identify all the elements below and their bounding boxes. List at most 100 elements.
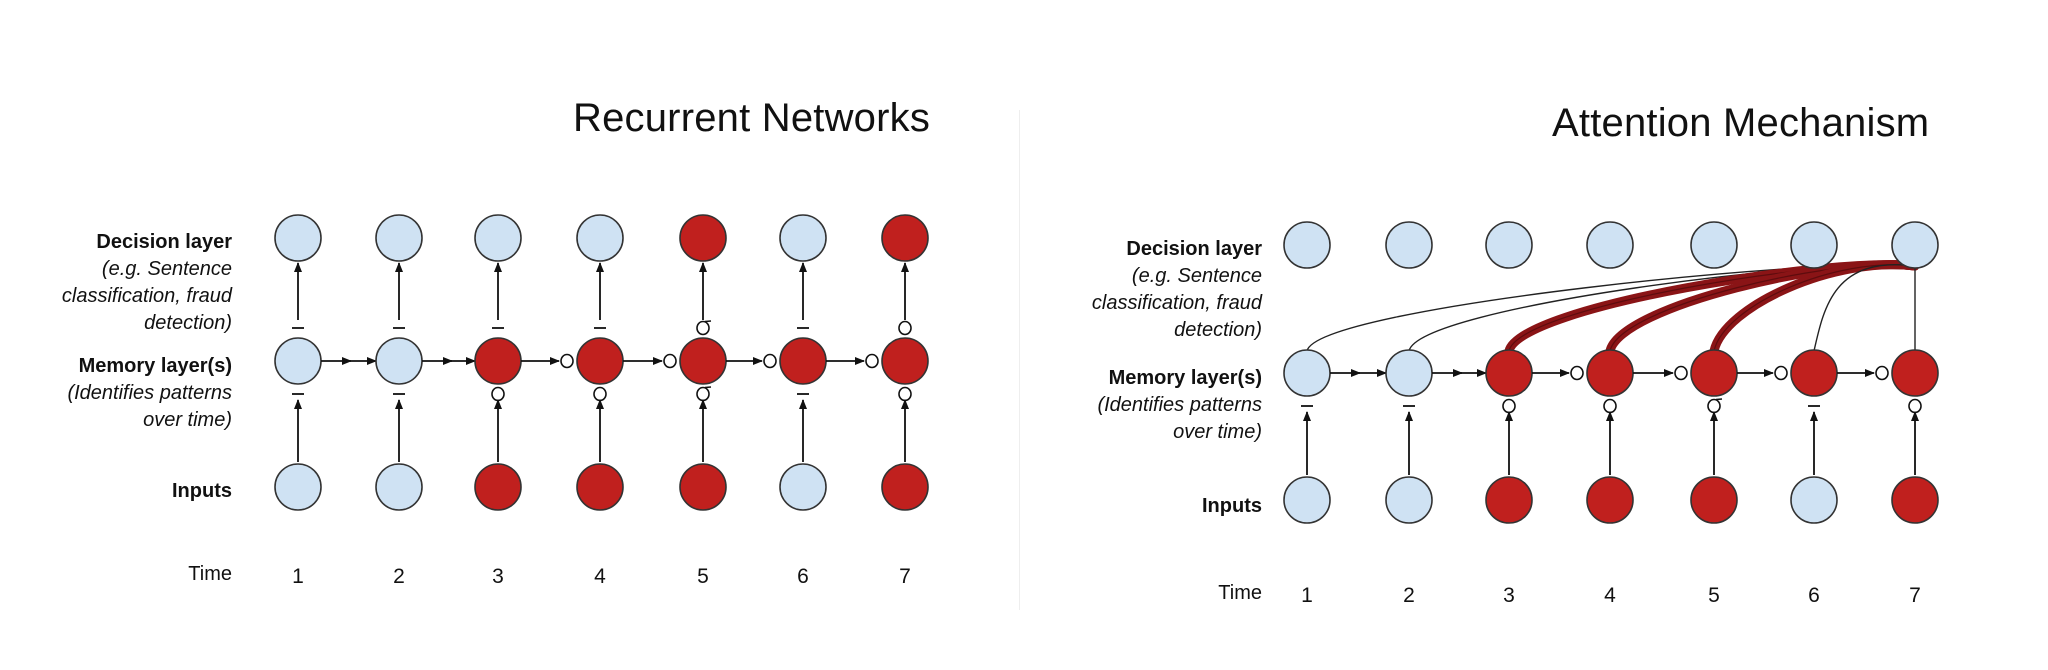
memory-layer-desc-1: (Identifies patterns xyxy=(67,382,232,404)
attention-link-6 xyxy=(1813,264,1916,352)
recurrent-mark-5 xyxy=(763,353,777,369)
memory-node-4 xyxy=(1586,349,1634,397)
time-step-4: 4 xyxy=(594,565,606,588)
decision-node-2 xyxy=(1385,221,1433,269)
decision-node-4 xyxy=(576,214,624,262)
input-node-3 xyxy=(1485,476,1533,524)
decision-layer-desc-3: detection) xyxy=(144,312,232,334)
attention-link-4 xyxy=(1605,260,1920,356)
memory-node-3 xyxy=(474,337,522,385)
input-node-5 xyxy=(1690,476,1738,524)
input-node-4 xyxy=(1586,476,1634,524)
decision-layer-desc-1: (e.g. Sentence xyxy=(101,258,232,280)
decision-node-3 xyxy=(1485,221,1533,269)
rnn-diagram xyxy=(274,214,929,511)
attention-diagram xyxy=(1283,221,1939,524)
panel-title: Recurrent Networks xyxy=(573,96,931,140)
memory-node-5 xyxy=(1690,349,1738,397)
time-step-5: 5 xyxy=(1708,584,1720,607)
memory-node-7 xyxy=(1891,349,1939,397)
time-step-6: 6 xyxy=(1808,584,1820,607)
decision-layer-label: Decision layer (e.g. Sentence classifica… xyxy=(1092,236,1262,344)
input-weight-mark-4 xyxy=(1603,398,1617,414)
time-step-3: 3 xyxy=(492,565,504,588)
decision-layer-title: Decision layer xyxy=(96,231,232,253)
decision-node-3 xyxy=(474,214,522,262)
input-node-7 xyxy=(1891,476,1939,524)
time-step-7: 7 xyxy=(1909,584,1921,607)
decision-layer-desc-2: classification, fraud xyxy=(1091,292,1262,314)
time-step-1: 1 xyxy=(292,565,304,588)
decision-layer-desc-3: detection) xyxy=(1174,319,1262,341)
input-weight-mark-7 xyxy=(1908,398,1922,414)
time-step-6: 6 xyxy=(797,565,809,588)
decision-weight-mark-5-tail xyxy=(704,320,712,323)
decision-layer-desc-2: classification, fraud xyxy=(61,285,232,307)
input-node-6 xyxy=(779,463,827,511)
decision-node-6 xyxy=(779,214,827,262)
memory-node-1 xyxy=(274,337,322,385)
panel-recurrent-networks: Recurrent Networks Decision layer (e.g. … xyxy=(0,0,1020,670)
input-weight-mark-5-tail xyxy=(1715,398,1723,401)
memory-layer-desc-2: over time) xyxy=(1173,421,1262,443)
recurrent-mark-3 xyxy=(560,353,574,369)
panel-title: Attention Mechanism xyxy=(1552,101,1930,145)
panel-attention-mechanism: Attention Mechanism Decision layer (e.g.… xyxy=(1022,0,2048,670)
panel-divider xyxy=(1019,110,1020,610)
input-weight-mark-5-tail xyxy=(704,386,712,389)
decision-node-4 xyxy=(1586,221,1634,269)
memory-node-2 xyxy=(375,337,423,385)
time-step-7: 7 xyxy=(899,565,911,588)
time-step-2: 2 xyxy=(1403,584,1415,607)
memory-layer-label: Memory layer(s) (Identifies patterns ove… xyxy=(67,353,232,434)
time-step-5: 5 xyxy=(697,565,709,588)
memory-node-7 xyxy=(881,337,929,385)
memory-node-3 xyxy=(1485,349,1533,397)
memory-layer-desc-2: over time) xyxy=(143,409,232,431)
input-weight-mark-5 xyxy=(1707,398,1721,414)
time-step-3: 3 xyxy=(1503,584,1515,607)
recurrent-mark-5 xyxy=(1774,365,1788,381)
input-node-4 xyxy=(576,463,624,511)
memory-node-2 xyxy=(1385,349,1433,397)
memory-layer-desc-1: (Identifies patterns xyxy=(1097,394,1262,416)
input-weight-mark-4 xyxy=(593,386,607,402)
input-node-1 xyxy=(274,463,322,511)
input-node-7 xyxy=(881,463,929,511)
time-step-4: 4 xyxy=(1604,584,1616,607)
recurrent-mark-6 xyxy=(1875,365,1889,381)
input-node-1 xyxy=(1283,476,1331,524)
memory-node-4 xyxy=(576,337,624,385)
decision-node-1 xyxy=(274,214,322,262)
memory-layer-label: Memory layer(s) (Identifies patterns ove… xyxy=(1097,365,1262,446)
memory-layer-title: Memory layer(s) xyxy=(78,355,232,377)
input-weight-mark-5 xyxy=(696,386,710,402)
input-node-5 xyxy=(679,463,727,511)
input-node-2 xyxy=(375,463,423,511)
input-node-3 xyxy=(474,463,522,511)
decision-layer-label: Decision layer (e.g. Sentence classifica… xyxy=(62,229,232,337)
recurrent-mark-4 xyxy=(1674,365,1688,381)
decision-node-6 xyxy=(1790,221,1838,269)
inputs-label: Inputs xyxy=(172,480,232,502)
decision-node-7 xyxy=(881,214,929,262)
recurrent-mark-6 xyxy=(865,353,879,369)
input-weight-mark-7 xyxy=(898,386,912,402)
decision-weight-mark-7 xyxy=(898,320,912,336)
memory-node-6 xyxy=(1790,349,1838,397)
memory-node-6 xyxy=(779,337,827,385)
decision-node-7 xyxy=(1891,221,1939,269)
inputs-label: Inputs xyxy=(1202,495,1262,517)
decision-layer-title: Decision layer xyxy=(1126,238,1262,260)
memory-layer-title: Memory layer(s) xyxy=(1108,367,1262,389)
input-node-2 xyxy=(1385,476,1433,524)
recurrent-mark-3 xyxy=(1570,365,1584,381)
decision-node-2 xyxy=(375,214,423,262)
recurrent-mark-4 xyxy=(663,353,677,369)
memory-node-5 xyxy=(679,337,727,385)
time-label: Time xyxy=(188,563,232,585)
decision-node-5 xyxy=(679,214,727,262)
input-weight-mark-3 xyxy=(491,386,505,402)
time-step-1: 1 xyxy=(1301,584,1313,607)
